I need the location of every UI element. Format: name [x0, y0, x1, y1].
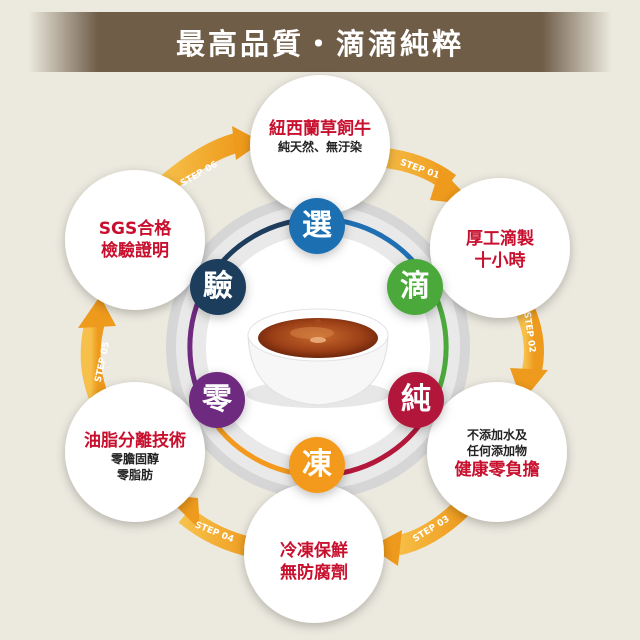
lower-right-title: 健康零負擔 — [454, 460, 540, 481]
char-zero: 零 — [202, 382, 232, 417]
circle-lower-right-text: 不添加水及 任何添加物 健康零負擔 — [427, 428, 567, 481]
circle-lower-right — [427, 382, 567, 522]
badge-red — [388, 372, 444, 428]
badge-green — [387, 259, 443, 315]
outer-circles — [65, 75, 570, 623]
banner-title: 最高品質・滴滴純粹 — [175, 27, 464, 61]
arrowhead-step-06 — [232, 126, 262, 160]
upper-left-line2: 檢驗證明 — [101, 241, 169, 262]
arrowhead-step-05 — [78, 296, 116, 328]
circle-upper-left — [65, 170, 205, 310]
badge-purple — [189, 372, 245, 428]
badge-navy — [190, 259, 246, 315]
top-title: 紐西蘭草飼牛 — [269, 119, 371, 139]
circle-bottom — [244, 483, 384, 623]
char-test: 驗 — [203, 269, 233, 304]
circle-top — [250, 75, 390, 215]
upper-right-line2: 十小時 — [474, 251, 526, 272]
arrow-step-06 — [155, 132, 243, 196]
upper-left-line1: SGS合格 — [98, 219, 172, 239]
circle-top-text: 紐西蘭草飼牛 純天然、無汙染 — [250, 118, 390, 156]
arrow-step-03 — [392, 497, 473, 556]
circle-bottom-text: 冷凍保鮮 無防腐劑 — [244, 540, 384, 584]
bottom-line1: 冷凍保鮮 — [280, 541, 348, 561]
circle-upper-right-text: 厚工滴製 十小時 — [430, 228, 570, 272]
circle-lower-left-text: 油脂分離技術 零膽固醇 零脂肪 — [65, 430, 205, 483]
arrow-step-05 — [80, 319, 108, 399]
upper-right-line1: 厚工滴製 — [466, 229, 534, 249]
lower-left-sub2: 零脂肪 — [116, 467, 153, 482]
badge-blue — [289, 198, 345, 254]
circle-lower-left — [65, 382, 205, 522]
bottom-line2: 無防腐劑 — [280, 563, 348, 584]
badge-orange — [289, 437, 345, 493]
arrowhead-step-03 — [370, 530, 402, 566]
title-banner: 最高品質・滴滴純粹 — [28, 12, 612, 72]
char-drip: 滴 — [400, 269, 430, 304]
lower-left-sub1: 零膽固醇 — [110, 452, 159, 467]
top-sub: 純天然、無汙染 — [277, 140, 362, 155]
lower-right-sub2: 任何添加物 — [466, 443, 527, 458]
char-frozen: 凍 — [302, 447, 332, 482]
bowl-illustration — [246, 308, 390, 408]
char-select: 選 — [302, 208, 332, 243]
lower-right-sub1: 不添加水及 — [466, 428, 527, 442]
char-pure: 純 — [401, 382, 431, 417]
char-badges — [189, 198, 444, 493]
circle-upper-left-text: SGS合格 檢驗證明 — [65, 218, 205, 262]
circle-upper-right — [430, 178, 570, 318]
lower-left-title: 油脂分離技術 — [84, 431, 186, 451]
